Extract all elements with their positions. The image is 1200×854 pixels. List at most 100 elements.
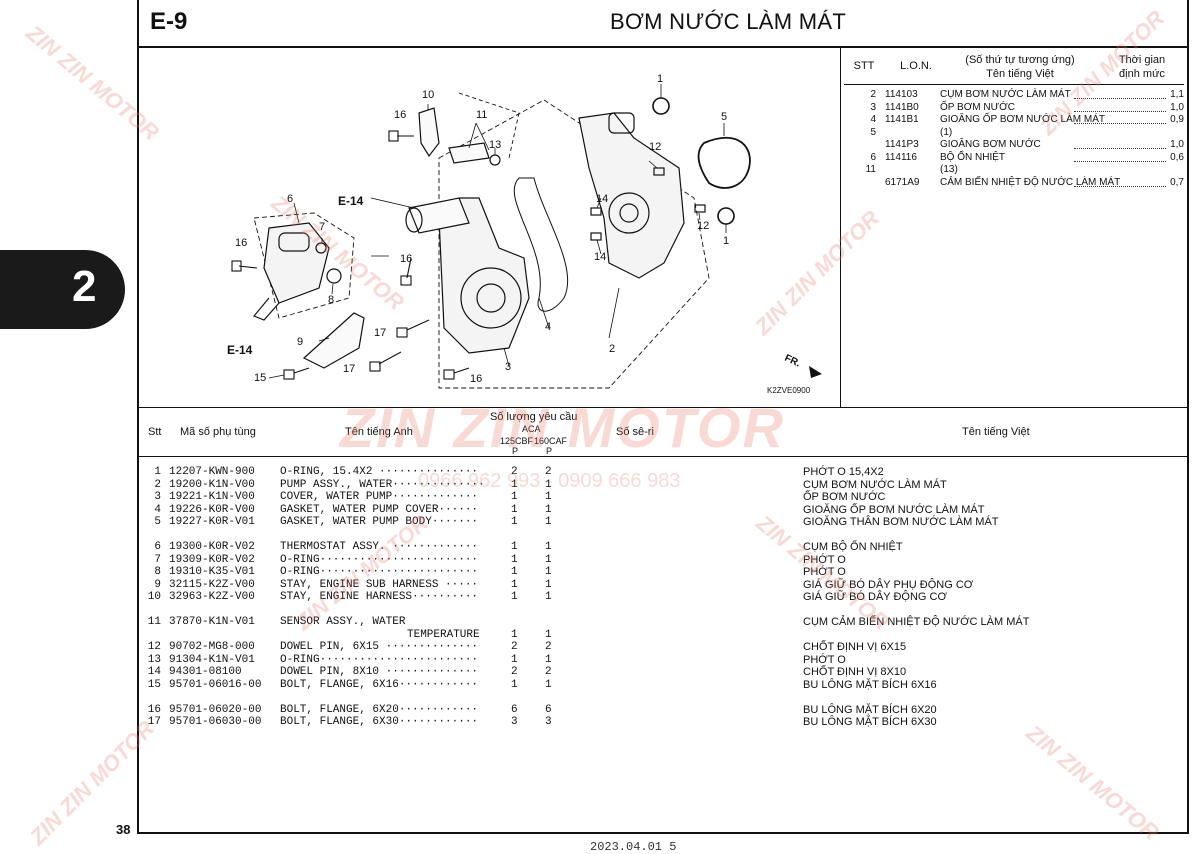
parts-cell-stt: 14: [147, 666, 161, 678]
parts-cell-name_en: O-RING························: [280, 566, 479, 578]
diagram-callouts: 1 1 2 3 4 5 6 7 8 9 10 11 12 12 13 14 14…: [227, 73, 822, 395]
page-number: 38: [116, 822, 131, 837]
diagram-divider: [840, 48, 841, 408]
fr-arrow-icon: [809, 366, 822, 378]
parts-cell-part_no: 90702-MG8-000: [169, 641, 255, 653]
labor-cell-stt: 11: [865, 164, 876, 175]
parts-cell-q1: 1: [511, 628, 518, 641]
parts-cell-q1: 1: [511, 478, 518, 491]
parts-cell-stt: 12: [147, 641, 161, 653]
parts-cell-q1: 1: [511, 591, 518, 603]
callout-3: 3: [505, 361, 511, 373]
parts-cell-q1: 1: [511, 553, 518, 566]
parts-cell-q2: 1: [545, 653, 552, 666]
parts-cell-part_no: 95701-06030-00: [169, 716, 262, 728]
parts-cell-q1: 1: [511, 491, 518, 503]
parts-cell-part_no: 19300-K0R-V02: [169, 541, 255, 553]
parts-cell-q2: 2: [545, 666, 552, 678]
labor-leader-dots: [1074, 114, 1166, 124]
parts-header-qty: Số lượng yêu cầu: [490, 411, 578, 423]
parts-cell-name_en: O-RING························: [280, 553, 479, 566]
parts-cell-q1: 1: [511, 503, 518, 516]
parts-cell-q1: 3: [511, 716, 518, 728]
parts-cell-part_no: 19227-K0R-V01: [169, 516, 255, 528]
parts-cell-name_en: STAY, ENGINE SUB HARNESS ·····: [280, 578, 479, 591]
parts-cell-part_no: 95701-06020-00: [169, 703, 262, 716]
callout-15: 15: [254, 372, 266, 384]
labor-cell-stt: 2: [870, 89, 876, 100]
labor-header-time2: định mức: [1119, 68, 1165, 80]
labor-header-divider: [844, 84, 1184, 85]
pump-body-dashed-outline: [438, 99, 710, 389]
callout-13: 13: [489, 139, 501, 151]
fr-label: FR.: [783, 353, 802, 370]
parts-cell-stt: 13: [147, 653, 161, 666]
parts-cell-stt: 4: [154, 503, 161, 516]
parts-cell-q2: 1: [545, 503, 552, 516]
parts-cell-q2: 2: [545, 466, 552, 478]
parts-cell-q2: 1: [545, 541, 552, 553]
parts-header-model1: 125CBF: [500, 436, 534, 446]
parts-cell-name_vi: PHỚT O: [803, 566, 846, 578]
parts-cell-name_en: O-RING, 15.4X2 ···············: [280, 466, 479, 478]
parts-cell-name_vi: PHỚT O 15,4X2: [803, 466, 884, 478]
callout-16d: 16: [470, 373, 482, 385]
callout-6: 6: [287, 193, 293, 205]
parts-cell-stt: 5: [154, 516, 161, 528]
labor-leader-dots: [1074, 102, 1166, 112]
parts-cell-name_en: PUMP ASSY., WATER··············: [280, 478, 485, 491]
ref-e14-lower: E-14: [227, 343, 253, 357]
watermark-phone: 0966 962 993 - 0909 666 983: [418, 470, 681, 492]
parts-cell-part_no: 94301-08100: [169, 666, 242, 678]
page-frame: [137, 0, 1189, 834]
parts-cell-q1: 1: [511, 678, 518, 691]
parts-cell-name_en: BOLT, FLANGE, 6X30············: [280, 716, 479, 728]
parts-cell-name_vi: GIÁ GIỮ BÓ DÂY ĐỘNG CƠ: [803, 591, 947, 603]
parts-header-part-no: Mã số phụ tùng: [180, 426, 256, 438]
parts-cell-name_vi: CỤM CẢM BIẾN NHIỆT ĐỘ NƯỚC LÀM MÁT: [803, 616, 1030, 628]
parts-cell-name_en: DOWEL PIN, 6X15 ··············: [280, 641, 479, 653]
labor-cell-name: (1): [940, 126, 953, 138]
labor-header-name1: (Số thứ tự tương ứng): [965, 54, 1075, 66]
parts-cell-name_en: O-RING························: [280, 653, 479, 666]
parts-cell-stt: 3: [154, 491, 161, 503]
parts-cell-q2: 1: [545, 628, 552, 641]
section-tab-number: 2: [72, 262, 97, 311]
callout-7: 7: [319, 221, 325, 233]
parts-cell-part_no: 91304-K1N-V01: [169, 653, 255, 666]
parts-cell-stt: 1: [154, 466, 161, 478]
parts-cell-q1: 2: [511, 466, 518, 478]
parts-cell-part_no: 19309-K0R-V02: [169, 553, 255, 566]
parts-cell-name_vi: PHỚT O: [803, 653, 846, 666]
parts-cell-stt: 6: [154, 541, 161, 553]
labor-header-time1: Thời gian: [1118, 54, 1166, 66]
labor-cell-stt: 6: [870, 151, 876, 163]
callout-11: 11: [476, 109, 487, 121]
callout-14: 14: [596, 193, 608, 205]
labor-cell-name: BỘ ỔN NHIỆT: [940, 151, 1006, 163]
parts-cell-q2: 1: [545, 591, 552, 603]
labor-header-stt: STT: [853, 60, 875, 72]
parts-cell-name_vi: CHỐT ĐỊNH VỊ 8X10: [803, 666, 907, 678]
parts-header-p2: P: [546, 446, 553, 456]
parts-cell-stt: 10: [147, 591, 161, 603]
labor-cell-stt: 3: [870, 101, 876, 113]
labor-header-name2: Tên tiếng Việt: [986, 68, 1054, 80]
parts-cell-name_en: DOWEL PIN, 8X10 ··············: [280, 666, 479, 678]
labor-cell-lon: 1141B1: [885, 114, 919, 125]
parts-cell-q1: 2: [511, 641, 518, 653]
parts-cell-q2: 1: [545, 566, 552, 578]
labor-cell-lon: 1141P3: [885, 139, 919, 150]
parts-cell-q2: 1: [545, 491, 552, 503]
labor-cell-name: GIOĂNG BƠM NƯỚC: [940, 139, 1041, 150]
parts-cell-part_no: 32963-K2Z-V00: [169, 591, 255, 603]
labor-leader-dots: [1074, 89, 1166, 99]
parts-cell-part_no: 19221-K1N-V00: [169, 491, 255, 503]
thermostat-dashed-outline: [253, 212, 355, 319]
page-title: BƠM NƯỚC LÀM MÁT: [610, 9, 847, 34]
parts-cell-stt: 11: [147, 616, 161, 628]
parts-cell-q2: 2: [545, 641, 552, 653]
